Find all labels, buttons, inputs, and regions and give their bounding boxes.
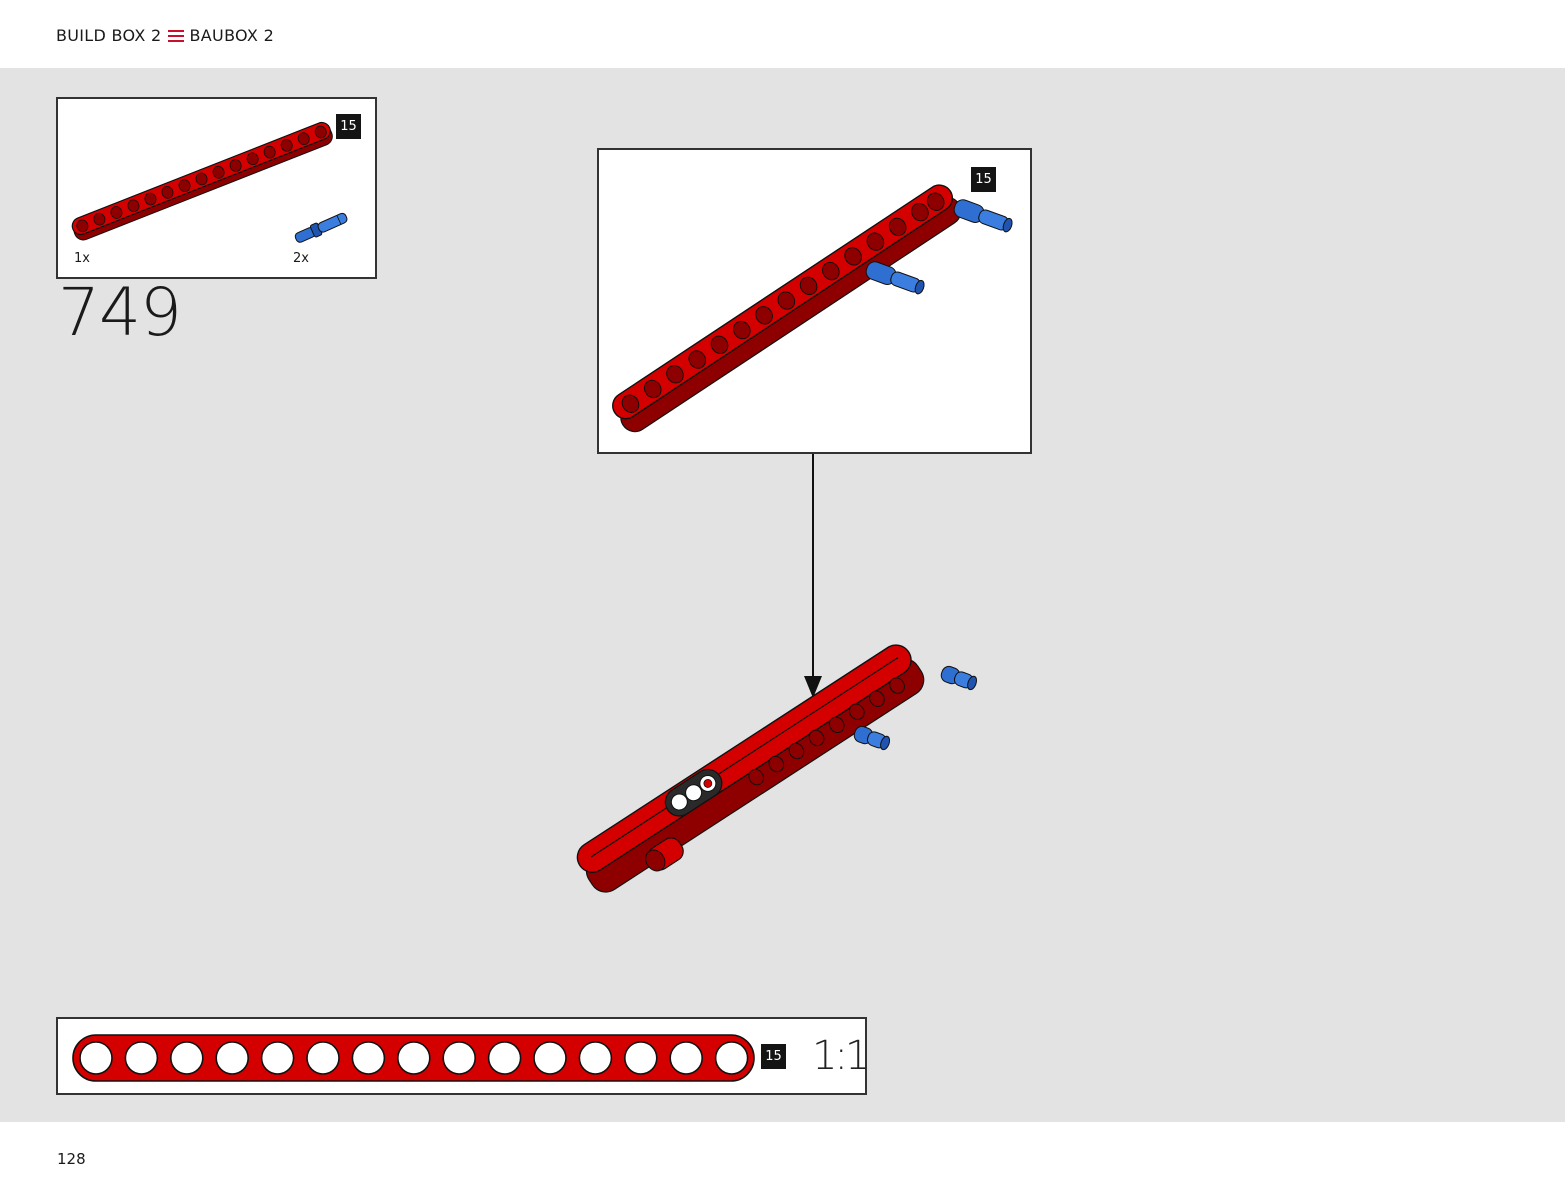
beam-hole: [442, 1041, 477, 1075]
length-ruler-box: 15: [56, 1017, 867, 1095]
beam-hole: [487, 1041, 522, 1075]
beam-hole: [351, 1041, 386, 1075]
beam-hole: [124, 1041, 159, 1075]
header-title: BUILD BOX 2 BAUBOX 2: [56, 26, 274, 45]
pin-quantity: 2x: [293, 251, 309, 266]
beam-hole: [533, 1041, 567, 1075]
beam-hole: [623, 1041, 658, 1075]
scale-label: 1:1: [812, 1033, 870, 1079]
parts-length-badge: 15: [336, 114, 361, 139]
beam-hole: [79, 1041, 113, 1075]
menu-lines-icon: [167, 29, 184, 42]
beam-hole: [714, 1041, 749, 1075]
beam-hole: [260, 1041, 295, 1075]
beam-hole: [396, 1041, 431, 1075]
beam-hole: [170, 1041, 204, 1075]
page-number: 128: [57, 1150, 86, 1168]
page-footer: 128: [0, 1122, 1565, 1191]
callout-box: 15: [597, 148, 1032, 454]
attach-arrow: [804, 454, 822, 698]
callout-length-badge: 15: [971, 167, 996, 192]
beam-hole: [306, 1041, 340, 1075]
header-title-left: BUILD BOX 2: [56, 26, 162, 45]
beam-hole: [669, 1041, 704, 1075]
header-title-right: BAUBOX 2: [189, 26, 275, 45]
step-number: 749: [58, 274, 182, 351]
page-header: BUILD BOX 2 BAUBOX 2: [0, 0, 1565, 68]
ruler-length-badge: 15: [761, 1044, 786, 1069]
beam-quantity: 1x: [74, 251, 90, 266]
parts-list-box: 15 1x 2x: [56, 97, 377, 279]
beam-hole: [215, 1041, 249, 1075]
main-model-image: [576, 644, 978, 893]
callout-subassembly-image: [612, 184, 1013, 433]
beam-hole: [578, 1041, 613, 1075]
full-scale-beam-image: [72, 1034, 755, 1082]
blue-pin-part-image: [294, 212, 348, 243]
red-beam-part-image: [71, 121, 333, 241]
